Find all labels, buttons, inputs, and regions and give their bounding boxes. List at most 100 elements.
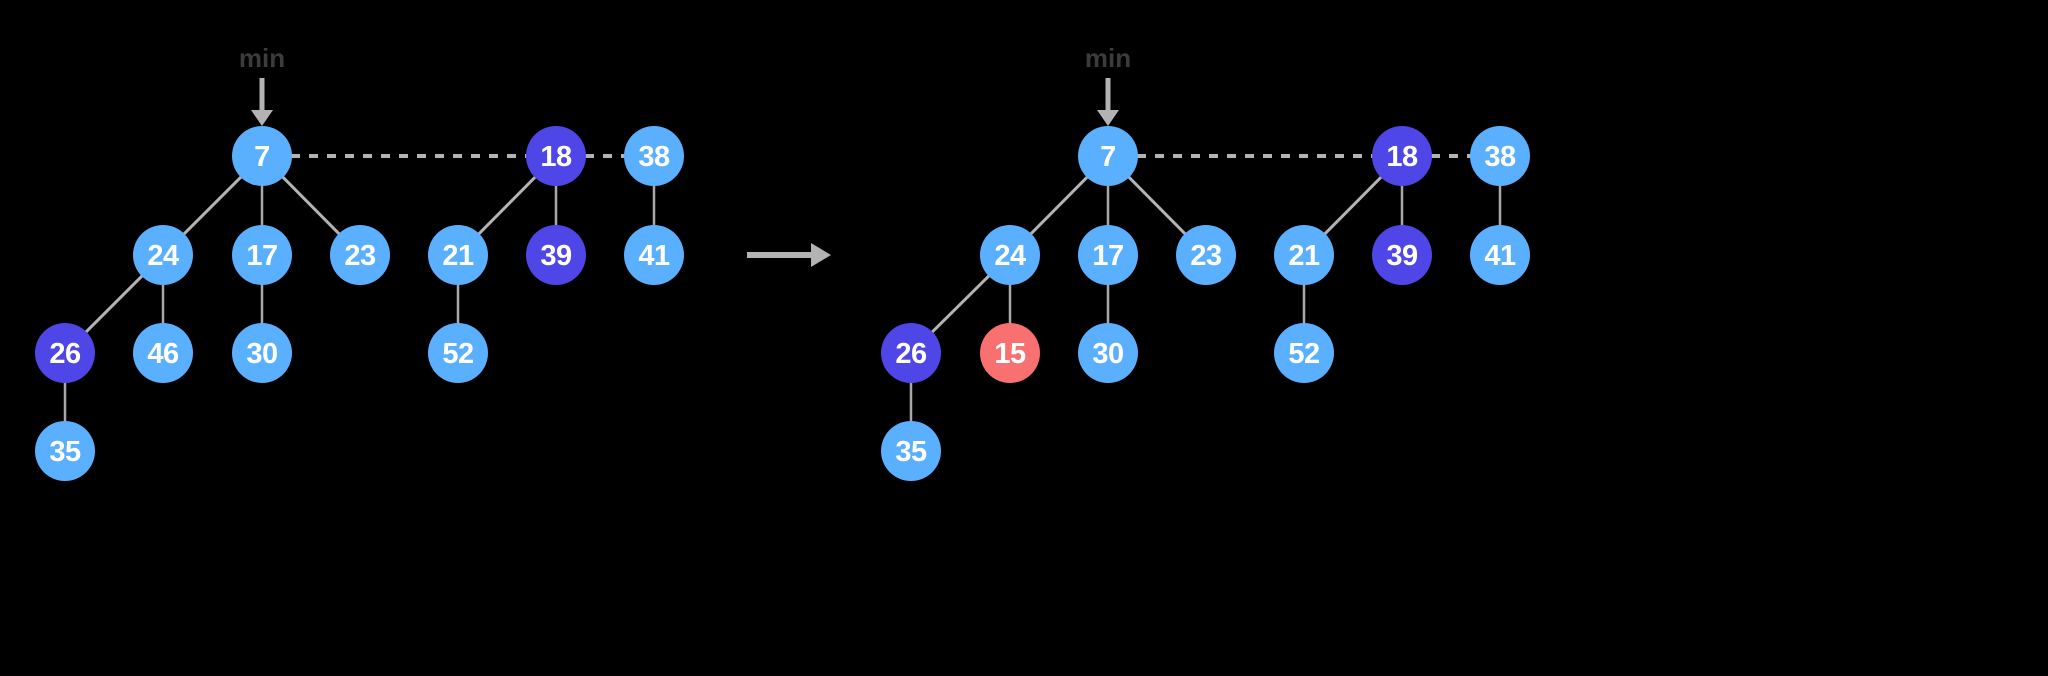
heap-node[interactable]: 23 <box>330 225 390 285</box>
heap-node[interactable]: 21 <box>428 225 488 285</box>
heap-node-circle[interactable] <box>526 225 586 285</box>
heap-node-key-label: 38 <box>638 141 670 173</box>
tree-edge-24-26 <box>83 273 145 335</box>
heap-node-key-label: 41 <box>1484 240 1516 272</box>
heap-node-key-label: 7 <box>254 141 270 173</box>
transition-arrow-head <box>811 243 831 267</box>
heap-node-key-label: 30 <box>1092 338 1123 370</box>
heap-node-key-label: 41 <box>638 240 670 272</box>
heap-node-circle[interactable] <box>526 126 586 186</box>
heap-node[interactable]: 30 <box>1078 323 1138 383</box>
heap-node-circle[interactable] <box>980 225 1040 285</box>
heap-node[interactable]: 39 <box>526 225 586 285</box>
heap-node-key-label: 26 <box>895 338 927 370</box>
heap-node[interactable]: 17 <box>1078 225 1138 285</box>
heap-node-circle[interactable] <box>133 225 193 285</box>
heap-node-key-label: 30 <box>246 338 277 370</box>
tree-edge-7-24 <box>181 174 244 237</box>
heap-node-key-label: 17 <box>1092 240 1123 272</box>
heap-node-key-label: 18 <box>540 141 572 173</box>
panel-before: min 7 24 17 23 26 46 30 35 18 21 39 52 38 41 <box>35 43 684 481</box>
heap-node-circle[interactable] <box>1470 225 1530 285</box>
heap-node[interactable]: 17 <box>232 225 292 285</box>
heap-node-circle[interactable] <box>980 323 1040 383</box>
heap-node-circle[interactable] <box>1078 225 1138 285</box>
heap-node-circle[interactable] <box>624 225 684 285</box>
heap-node[interactable]: 35 <box>35 421 95 481</box>
heap-node-circle[interactable] <box>1372 126 1432 186</box>
heap-node-circle[interactable] <box>1274 323 1334 383</box>
tree-edge-7-23 <box>280 174 342 237</box>
heap-node-key-label: 23 <box>1190 240 1222 272</box>
heap-node-key-label: 18 <box>1386 141 1418 173</box>
heap-node-circle[interactable] <box>881 421 941 481</box>
heap-node[interactable]: 18 <box>526 126 586 186</box>
heap-node[interactable]: 15 <box>980 323 1040 383</box>
heap-node-key-label: 35 <box>49 436 81 468</box>
heap-node[interactable]: 7 <box>232 126 292 186</box>
heap-node-key-label: 17 <box>246 240 277 272</box>
min-pointer-arrow-head <box>251 110 273 126</box>
heap-node[interactable]: 46 <box>133 323 193 383</box>
heap-node[interactable]: 39 <box>1372 225 1432 285</box>
heap-node-circle[interactable] <box>624 126 684 186</box>
heap-node-circle[interactable] <box>1078 323 1138 383</box>
heap-node-key-label: 46 <box>147 338 179 370</box>
heap-node[interactable]: 52 <box>428 323 488 383</box>
panel-after: min 7 24 17 23 26 15 30 35 18 21 39 52 38 41 <box>881 43 1530 481</box>
heap-node[interactable]: 21 <box>1274 225 1334 285</box>
heap-node-key-label: 38 <box>1484 141 1516 173</box>
heap-node[interactable]: 35 <box>881 421 941 481</box>
heap-node-circle[interactable] <box>428 225 488 285</box>
heap-node[interactable]: 24 <box>980 225 1040 285</box>
heap-node-key-label: 23 <box>344 240 376 272</box>
heap-node-circle[interactable] <box>428 323 488 383</box>
heap-node-circle[interactable] <box>232 126 292 186</box>
heap-node[interactable]: 41 <box>624 225 684 285</box>
heap-node[interactable]: 41 <box>1470 225 1530 285</box>
min-pointer-arrow-head <box>1097 110 1119 126</box>
tree-edge-18-21 <box>476 174 538 237</box>
heap-node-key-label: 21 <box>1288 240 1320 272</box>
heap-node-circle[interactable] <box>1372 225 1432 285</box>
heap-node-circle[interactable] <box>330 225 390 285</box>
heap-node-key-label: 21 <box>442 240 474 272</box>
tree-edge-24-26 <box>929 273 992 335</box>
heap-node-circle[interactable] <box>232 323 292 383</box>
heap-node[interactable]: 18 <box>1372 126 1432 186</box>
heap-node[interactable]: 23 <box>1176 225 1236 285</box>
heap-node-key-label: 15 <box>994 338 1026 370</box>
heap-node-circle[interactable] <box>1176 225 1236 285</box>
heap-node[interactable]: 30 <box>232 323 292 383</box>
heap-node-key-label: 52 <box>1288 338 1319 370</box>
tree-edge-7-23 <box>1126 174 1188 237</box>
tree-edge-18-21 <box>1322 174 1384 237</box>
min-pointer-label: min <box>1085 43 1131 73</box>
heap-node-key-label: 24 <box>147 240 179 272</box>
heap-node-key-label: 26 <box>49 338 81 370</box>
heap-node-circle[interactable] <box>35 421 95 481</box>
heap-node[interactable]: 26 <box>881 323 941 383</box>
heap-node-circle[interactable] <box>1274 225 1334 285</box>
heap-node-circle[interactable] <box>232 225 292 285</box>
heap-node-key-label: 39 <box>540 240 572 272</box>
tree-edge-7-24 <box>1028 174 1090 237</box>
heap-node-circle[interactable] <box>1470 126 1530 186</box>
heap-node-key-label: 35 <box>895 436 927 468</box>
heap-node-key-label: 24 <box>994 240 1026 272</box>
min-pointer-label: min <box>239 43 285 73</box>
heap-node-circle[interactable] <box>881 323 941 383</box>
heap-node-circle[interactable] <box>133 323 193 383</box>
heap-node-circle[interactable] <box>1078 126 1138 186</box>
heap-node[interactable]: 26 <box>35 323 95 383</box>
transition-arrow <box>747 243 831 267</box>
heap-node-circle[interactable] <box>35 323 95 383</box>
heap-node[interactable]: 24 <box>133 225 193 285</box>
heap-node[interactable]: 52 <box>1274 323 1334 383</box>
heap-node[interactable]: 7 <box>1078 126 1138 186</box>
heap-node[interactable]: 38 <box>1470 126 1530 186</box>
heap-node[interactable]: 38 <box>624 126 684 186</box>
heap-node-key-label: 7 <box>1100 141 1116 173</box>
